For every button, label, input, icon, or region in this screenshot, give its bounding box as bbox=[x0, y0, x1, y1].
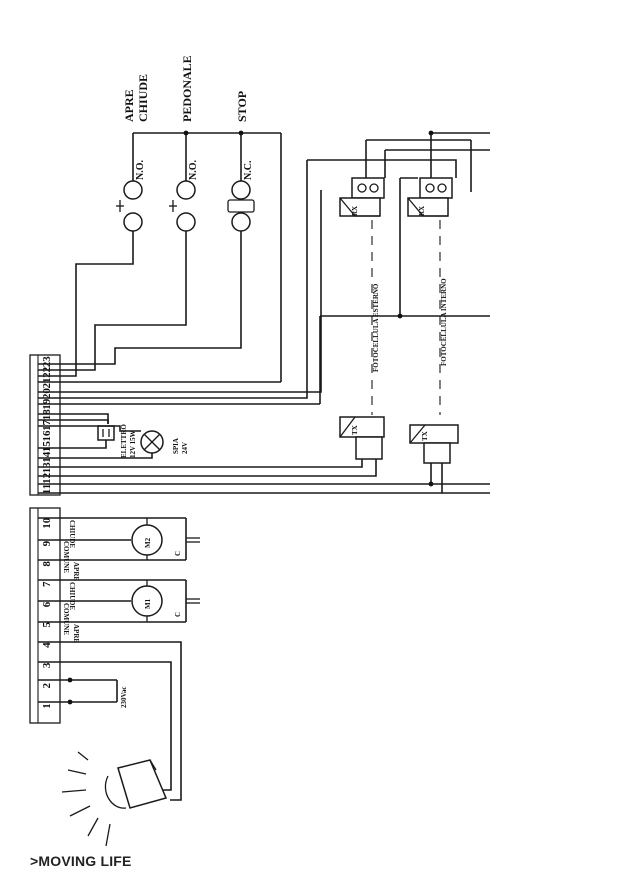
terminal-number: 15 bbox=[41, 441, 53, 453]
terminal-number: 23 bbox=[41, 356, 53, 368]
electrolock-symbol bbox=[97, 425, 115, 441]
rx-internal bbox=[407, 177, 453, 217]
motor-m2-symbol bbox=[38, 517, 200, 561]
open-close-button-symbol bbox=[116, 180, 143, 232]
stop-label: STOP bbox=[235, 91, 249, 122]
terminal-number: 17 bbox=[41, 419, 53, 431]
rx-external bbox=[339, 177, 385, 217]
terminal-number: 20 bbox=[41, 388, 53, 400]
m1-open-label: APRE bbox=[72, 624, 80, 643]
terminal-number: 10 bbox=[41, 517, 53, 529]
m2-open-label: APRE bbox=[72, 562, 80, 581]
m1-close-label: CHIUDE bbox=[68, 582, 76, 610]
lamp-rating: 24V bbox=[181, 442, 189, 454]
tx-external bbox=[339, 416, 385, 460]
m1-common-label: COMUNE bbox=[62, 603, 70, 635]
motor-m1-label: M1 bbox=[144, 598, 152, 609]
tx-internal-label: TX bbox=[421, 431, 429, 441]
rx-internal-label: RX bbox=[418, 206, 426, 216]
terminal-number: 9 bbox=[41, 540, 53, 546]
pedestrian-button-symbol bbox=[169, 180, 196, 232]
brand-logo: >MOVING LIFE bbox=[30, 853, 132, 869]
terminal-number: 7 bbox=[41, 581, 53, 587]
open-contact-type: N.O. bbox=[135, 160, 146, 181]
terminal-number: 4 bbox=[41, 642, 53, 648]
terminal-number: 14 bbox=[41, 451, 53, 463]
terminal-block-11-23 bbox=[29, 354, 61, 496]
terminal-numbers-low: 1 2 3 4 5 6 7 8 9 10 bbox=[41, 517, 53, 708]
stop-contact-type: N.C. bbox=[243, 160, 254, 180]
terminal-number: 8 bbox=[41, 561, 53, 567]
terminal-number: 16 bbox=[41, 430, 53, 442]
terminal-number: 11 bbox=[41, 484, 53, 494]
rx-external-label: RX bbox=[351, 206, 359, 216]
flashing-lamp-symbol bbox=[61, 751, 168, 847]
close-label: CHIUDE bbox=[136, 74, 150, 122]
tx-internal bbox=[409, 424, 459, 464]
photocell-internal-label: FOTOCELLULA INTERNO bbox=[440, 278, 448, 366]
electrolock-label: ELETTRO bbox=[120, 424, 128, 458]
lamp-label: SPIA bbox=[172, 438, 180, 454]
terminal-number: 1 bbox=[41, 703, 53, 709]
indicator-lamp-symbol bbox=[140, 430, 164, 454]
m2-common-label: COMUNE bbox=[62, 541, 70, 573]
photocell-external-label: FOTOCELLULA ESTERNO bbox=[372, 283, 380, 372]
electrolock-rating: 12V 15W bbox=[129, 430, 137, 458]
terminal-number: 21 bbox=[41, 378, 53, 389]
terminal-number: 5 bbox=[41, 622, 53, 628]
terminal-block-1-10 bbox=[29, 507, 61, 724]
open-label: APRE bbox=[122, 89, 136, 122]
capacitor-m1-label: C bbox=[174, 612, 182, 617]
terminal-number: 6 bbox=[41, 601, 53, 607]
terminal-number: 22 bbox=[41, 366, 53, 378]
pedestrian-contact-type: N.O. bbox=[188, 160, 199, 181]
terminal-number: 3 bbox=[41, 662, 53, 668]
pedestrian-label: PEDONALE bbox=[180, 55, 194, 122]
power-label: 230Vac bbox=[120, 686, 128, 708]
terminal-number: 2 bbox=[41, 682, 53, 688]
m2-close-label: CHIUDE bbox=[68, 520, 76, 548]
motor-m1-symbol bbox=[38, 579, 200, 623]
tx-external-label: TX bbox=[351, 425, 359, 435]
stop-button-symbol bbox=[227, 180, 255, 232]
capacitor-m2-label: C bbox=[174, 551, 182, 556]
terminal-number: 12 bbox=[41, 472, 53, 484]
motor-m2-label: M2 bbox=[144, 537, 152, 548]
